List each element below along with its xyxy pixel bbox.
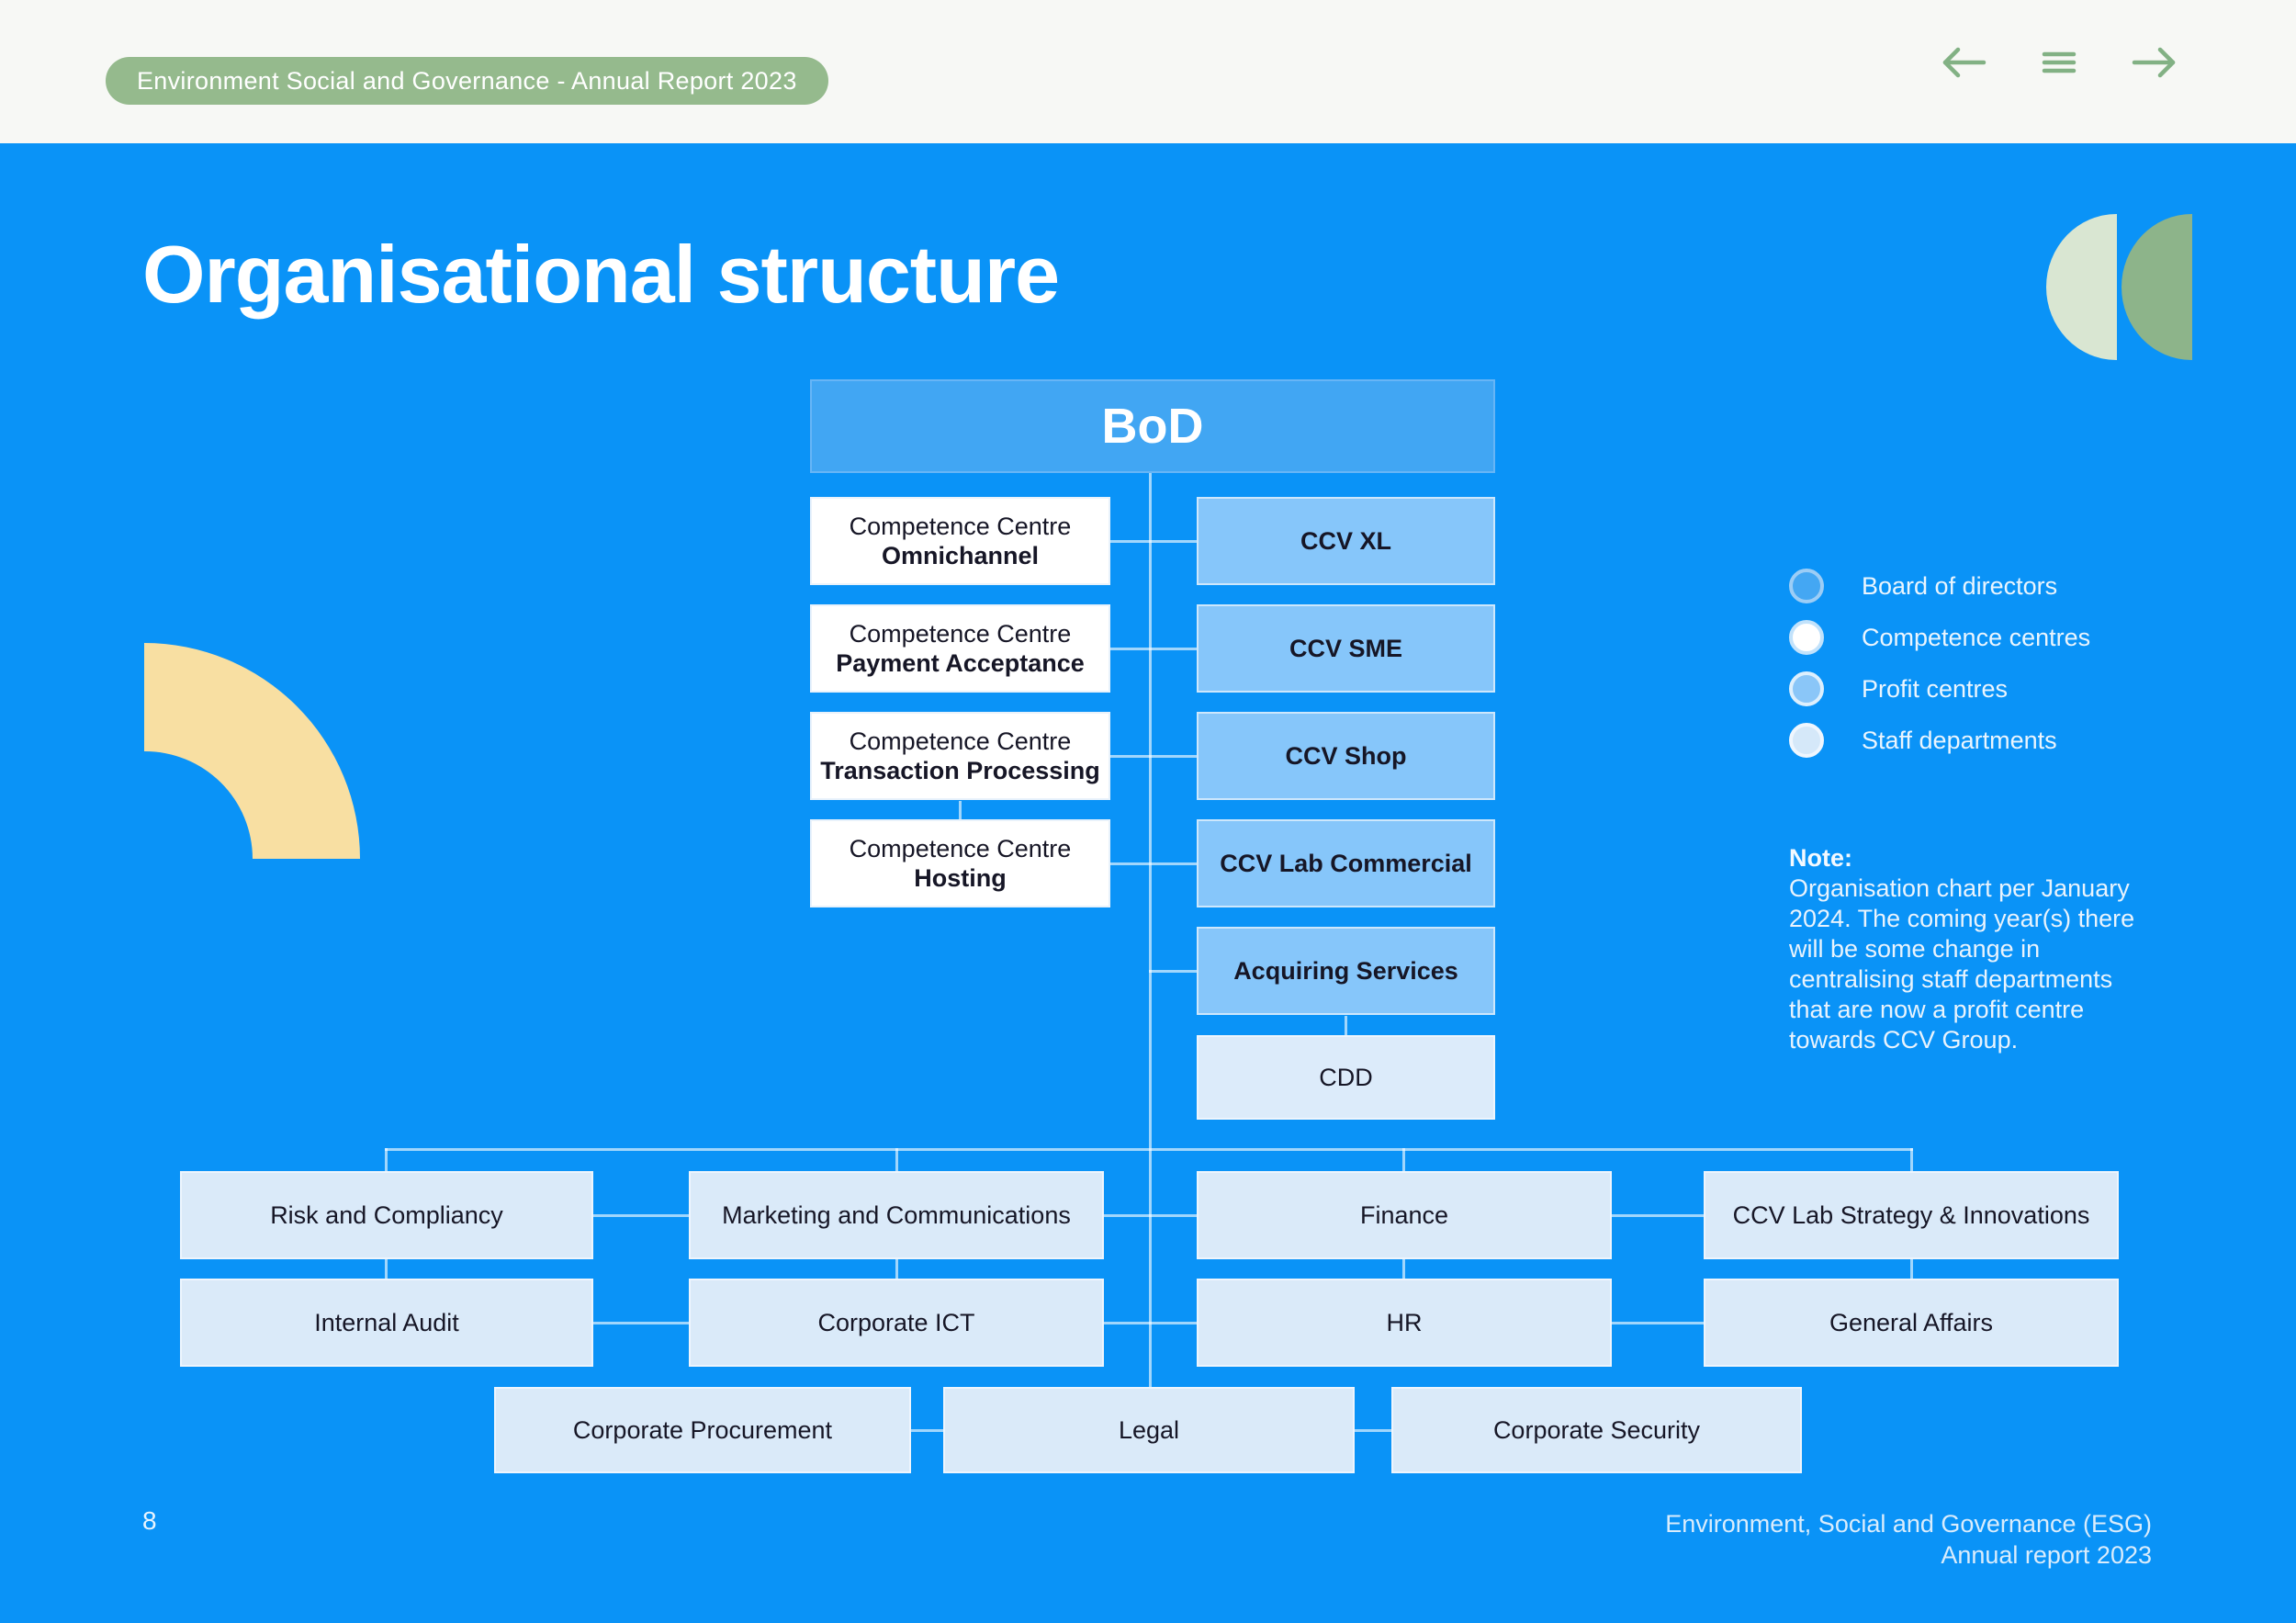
org-box-ccv-shop: CCV Shop	[1197, 712, 1495, 800]
page-title: Organisational structure	[142, 229, 1060, 320]
org-box-marketing-and-communications: Marketing and Communications	[689, 1171, 1104, 1259]
org-box-corporate-security: Corporate Security	[1391, 1387, 1802, 1473]
competence-prefix: Competence Centre	[849, 620, 1072, 648]
legend-label: Staff departments	[1862, 726, 2057, 754]
org-box-competence-hosting: Competence Centre Hosting	[810, 819, 1110, 907]
note-body: Organisation chart per January 2024. The…	[1789, 874, 2135, 1054]
connector	[1402, 1259, 1405, 1279]
top-bar: Environment Social and Governance - Annu…	[0, 0, 2296, 143]
competence-prefix: Competence Centre	[849, 727, 1072, 755]
org-box-bod: BoD	[810, 379, 1495, 473]
report-badge: Environment Social and Governance - Annu…	[106, 57, 828, 105]
competence-name: Hosting	[914, 864, 1007, 892]
legend-label: Profit centres	[1862, 674, 2009, 703]
connector	[1149, 473, 1152, 1387]
connector	[1355, 1429, 1391, 1432]
org-box-ccv-sme: CCV SME	[1197, 604, 1495, 693]
footer-line-1: Environment, Social and Governance (ESG)	[1665, 1510, 2152, 1538]
footer-report-title: Environment, Social and Governance (ESG)…	[1665, 1508, 2152, 1571]
org-box-general-affairs: General Affairs	[1704, 1279, 2119, 1367]
org-box-acquiring-services: Acquiring Services	[1197, 927, 1495, 1015]
legend-item-profit-centres: Profit centres	[1789, 671, 2008, 706]
connector	[1110, 755, 1197, 758]
org-box-hr: HR	[1197, 1279, 1612, 1367]
nav-icons	[1940, 44, 2178, 81]
connector	[1104, 1214, 1197, 1217]
legend-dot-competence	[1789, 620, 1824, 655]
note-block: Note: Organisation chart per January 202…	[1789, 843, 2156, 1055]
org-box-ccv-lab-commercial: CCV Lab Commercial	[1197, 819, 1495, 907]
connector	[1612, 1214, 1704, 1217]
connector	[593, 1214, 689, 1217]
legend-dot-staff	[1789, 723, 1824, 758]
connector	[895, 1148, 898, 1171]
org-box-ccv-xl: CCV XL	[1197, 497, 1495, 585]
connector	[1110, 540, 1197, 543]
legend-label: Board of directors	[1862, 571, 2058, 600]
connector	[385, 1148, 388, 1171]
org-box-legal: Legal	[943, 1387, 1355, 1473]
org-box-competence-omnichannel: Competence Centre Omnichannel	[810, 497, 1110, 585]
org-box-competence-transaction-processing: Competence Centre Transaction Processing	[810, 712, 1110, 800]
connector	[1910, 1148, 1913, 1171]
org-box-finance: Finance	[1197, 1171, 1612, 1259]
legend-item-board-of-directors: Board of directors	[1789, 569, 2057, 603]
decor-half-disc-dark	[2122, 214, 2192, 360]
connector	[1402, 1148, 1405, 1171]
competence-prefix: Competence Centre	[849, 513, 1072, 540]
org-box-corporate-ict: Corporate ICT	[689, 1279, 1104, 1367]
legend-dot-profit	[1789, 671, 1824, 706]
org-box-internal-audit: Internal Audit	[180, 1279, 593, 1367]
legend-item-competence-centres: Competence centres	[1789, 620, 2090, 655]
competence-name: Payment Acceptance	[836, 649, 1085, 677]
connector	[895, 1259, 898, 1279]
org-box-corporate-procurement: Corporate Procurement	[494, 1387, 911, 1473]
page-number: 8	[142, 1506, 157, 1535]
hamburger-menu-icon[interactable]	[2041, 44, 2077, 81]
connector	[593, 1322, 689, 1324]
org-box-competence-payment-acceptance: Competence Centre Payment Acceptance	[810, 604, 1110, 693]
arrow-right-icon[interactable]	[2131, 44, 2178, 81]
competence-prefix: Competence Centre	[849, 835, 1072, 862]
org-box-risk-and-compliancy: Risk and Compliancy	[180, 1171, 593, 1259]
connector	[1104, 1322, 1197, 1324]
note-heading: Note:	[1789, 844, 1852, 872]
decor-quarter-ring	[144, 643, 360, 859]
connector	[1910, 1259, 1913, 1279]
connector	[1110, 648, 1197, 650]
connector	[959, 801, 962, 820]
connector	[385, 1148, 1913, 1151]
legend-label: Competence centres	[1862, 623, 2091, 651]
connector	[1149, 970, 1197, 973]
competence-name: Omnichannel	[881, 542, 1040, 569]
arrow-left-icon[interactable]	[1940, 44, 1987, 81]
connector	[1612, 1322, 1704, 1324]
org-box-cdd: CDD	[1197, 1035, 1495, 1120]
footer-line-2: Annual report 2023	[1941, 1541, 2152, 1569]
legend-dot-board	[1789, 569, 1824, 603]
connector	[911, 1429, 943, 1432]
competence-name: Transaction Processing	[820, 757, 1100, 784]
connector	[1345, 1016, 1347, 1035]
decor-half-disc-light	[2046, 214, 2117, 360]
connector	[1110, 862, 1197, 865]
org-box-ccv-lab-strategy-innovations: CCV Lab Strategy & Innovations	[1704, 1171, 2119, 1259]
legend-item-staff-departments: Staff departments	[1789, 723, 2057, 758]
connector	[385, 1259, 388, 1279]
